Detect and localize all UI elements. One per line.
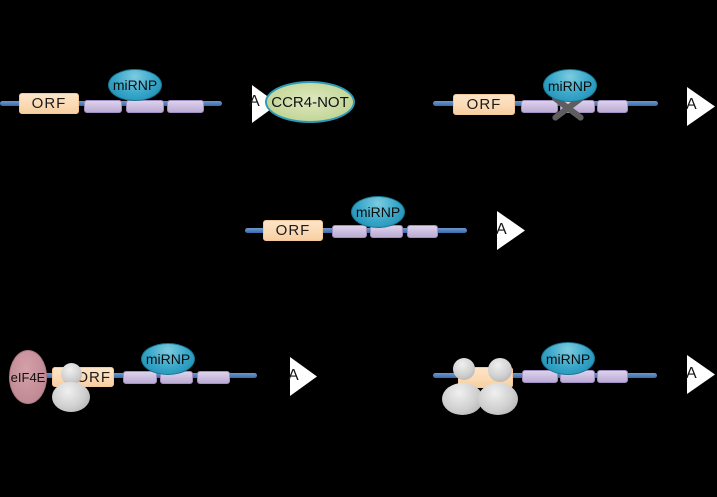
poly-a-label: A [686,365,697,382]
mirnp-complex: miRNP [543,69,597,102]
mirna-site [522,370,558,383]
ccr4-not-label: CCR4-NOT [271,93,349,111]
mirnp-complex: miRNP [141,343,195,375]
orf-box: ORF [453,94,515,115]
ribosome-small-subunit [453,358,475,380]
ribosome-large-subunit [52,382,90,412]
orf-box: ORF [19,93,79,114]
poly-a-label: A [496,221,507,238]
mirna-site [167,100,204,113]
eif4e-label: eIF4E [10,369,46,385]
mirna-site [332,225,367,238]
poly-a-label: A [288,367,299,384]
ribosome-large-subunit [442,383,483,415]
mirnp-complex: miRNP [351,196,405,228]
mirna-site [597,100,628,113]
mirnp-label: miRNP [547,77,593,94]
mirna-site [126,100,164,113]
mirna-site [84,100,122,113]
orf-label: ORF [76,368,111,386]
ribosome-small-subunit [61,363,82,385]
orf-label: ORF [466,96,502,113]
eif4e-protein: eIF4E [9,350,47,404]
mirna-site [197,371,230,384]
orf-box: ORF [263,220,323,241]
mirna-site [407,225,438,238]
orf-label: ORF [31,95,67,112]
mirnp-complex: miRNP [108,69,162,101]
mirnp-label: miRNP [145,351,191,367]
mirnp-label: miRNP [355,204,401,220]
mirnp-label: miRNP [545,350,591,367]
mirna-site [521,100,558,113]
mirna-site [597,370,628,383]
ccr4-not-complex: CCR4-NOT [265,81,355,123]
orf-label: ORF [275,222,311,239]
mirnp-complex: miRNP [541,342,595,375]
mirnp-label: miRNP [112,77,158,93]
mirna-site [123,371,157,384]
ribosome-large-subunit [478,383,518,415]
poly-a-label: A [249,93,260,110]
ribosome-small-subunit [488,358,512,382]
poly-a-label: A [686,96,697,113]
